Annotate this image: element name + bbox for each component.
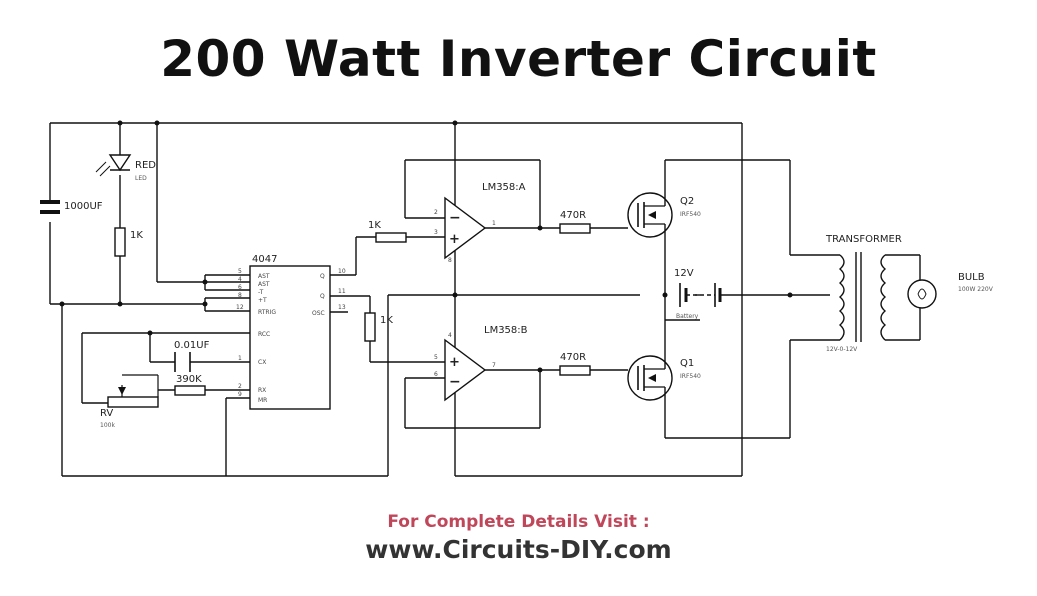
- led-red: RED LED: [95, 154, 156, 182]
- bulb-label: BULB: [958, 272, 985, 283]
- ic-pin-num-5: 5: [238, 268, 242, 275]
- bulb: BULB 100W 220V: [907, 272, 994, 309]
- ic-pin-num-1: 1: [238, 355, 242, 362]
- ic-pin-q-bar: Q: [320, 293, 325, 300]
- footer-visit-text: For Complete Details Visit :: [387, 512, 650, 532]
- opamp-b-pin-4: 4: [448, 332, 452, 339]
- opamp-a: − + LM358:A 2 3 1 8: [434, 182, 526, 264]
- ic-pin-num-9: 9: [238, 391, 242, 398]
- transformer: TRANSFORMER 12V-0-12V: [825, 234, 902, 353]
- ic-pin-minus-t: -T: [258, 289, 264, 296]
- led-type-label: LED: [135, 175, 147, 182]
- opamp-a-pin-3: 3: [434, 229, 438, 236]
- ic-pin-osc: OSC: [312, 310, 325, 317]
- ic-pin-num-11: 11: [338, 288, 346, 295]
- transformer-label: TRANSFORMER: [825, 234, 902, 245]
- mosfet-q2: Q2 IRF540: [627, 192, 701, 245]
- opamp-a-pin-2: 2: [434, 209, 438, 216]
- opamp-b-label: LM358:B: [484, 325, 528, 336]
- svg-text:−: −: [449, 374, 461, 390]
- battery-label: Battery: [676, 313, 699, 320]
- ic-pin-num-13: 13: [338, 304, 346, 311]
- battery-12v: 12V Battery: [674, 268, 722, 320]
- q1-part-label: IRF540: [680, 373, 701, 380]
- q2-label: Q2: [680, 196, 694, 207]
- ic-pin-ast: AST: [258, 273, 270, 280]
- capacitor-1000uf-label: 1000UF: [64, 201, 103, 212]
- ic-pin-num-10: 10: [338, 268, 346, 275]
- pot-label: RV: [100, 408, 113, 419]
- resistor-470r-b: 470R: [559, 352, 591, 376]
- ic-pin-num-6: 6: [238, 284, 242, 291]
- transformer-tap-label: 12V-0-12V: [826, 346, 858, 353]
- ic-pin-mr: MR: [258, 397, 267, 404]
- ic-label: 4047: [252, 254, 277, 265]
- svg-text:+: +: [449, 232, 460, 247]
- svg-text:−: −: [449, 210, 461, 226]
- mosfet-q1: Q1 IRF540: [627, 350, 701, 401]
- resistor-b-label: 1K: [380, 315, 393, 326]
- opamp-a-label: LM358:A: [482, 182, 526, 193]
- svg-text:+: +: [449, 355, 460, 370]
- resistor-390k-label: 390K: [176, 374, 202, 385]
- opamp-b: + − LM358:B 5 6 7 4: [434, 325, 528, 402]
- opamp-a-pin-8: 8: [448, 257, 452, 264]
- resistor-470r-a: 470R: [559, 210, 591, 234]
- opamp-a-pin-1: 1: [492, 220, 496, 227]
- ic-pin-ast2: AST: [258, 281, 270, 288]
- resistor-470r-b-label: 470R: [560, 352, 586, 363]
- battery-voltage-label: 12V: [674, 268, 694, 279]
- ic-pin-num-4: 4: [238, 276, 242, 283]
- page-title: 200 Watt Inverter Circuit: [160, 30, 877, 88]
- resistor-1k-b: 1K: [364, 312, 393, 342]
- ic-pin-num-2: 2: [238, 383, 242, 390]
- capacitor-0-01uf: 0.01UF: [174, 340, 210, 372]
- resistor-470r-a-label: 470R: [560, 210, 586, 221]
- ic-pin-cx: CX: [258, 359, 266, 366]
- pot-value-label: 100k: [100, 422, 115, 429]
- ic-pin-rcc: RCC: [258, 331, 270, 338]
- capacitor-small-label: 0.01UF: [174, 340, 210, 351]
- footer-site-link[interactable]: www.Circuits-DIY.com: [365, 535, 672, 564]
- resistor-1k-led: 1K: [114, 227, 143, 257]
- ic-pin-num-8: 8: [238, 292, 242, 299]
- resistor-1k-a: 1K: [368, 220, 407, 243]
- bulb-rating-label: 100W 220V: [958, 286, 994, 293]
- opamp-b-pin-5: 5: [434, 354, 438, 361]
- ic-pin-rtrig: RTRIG: [258, 309, 276, 316]
- potentiometer-rv: RV 100k: [100, 374, 159, 429]
- wires: [49, 122, 921, 477]
- led-label: RED: [135, 160, 156, 171]
- junctions: [59, 120, 793, 373]
- opamp-b-pin-6: 6: [434, 371, 438, 378]
- opamp-b-pin-7: 7: [492, 362, 496, 369]
- ic-pin-rx: RX: [258, 387, 266, 394]
- ic-pin-plus-t: +T: [258, 297, 267, 304]
- capacitor-1000uf: 1000UF: [40, 200, 103, 214]
- ic-pin-q: Q: [320, 273, 325, 280]
- q2-part-label: IRF540: [680, 211, 701, 218]
- ic-pin-num-12: 12: [236, 304, 244, 311]
- q1-label: Q1: [680, 358, 694, 369]
- resistor-a-label: 1K: [368, 220, 381, 231]
- resistor-led-label: 1K: [130, 230, 143, 241]
- resistor-390k: 390K: [174, 374, 206, 396]
- ic-4047: 4047 AST AST -T +T RTRIG RCC CX RX MR 5 …: [236, 254, 346, 410]
